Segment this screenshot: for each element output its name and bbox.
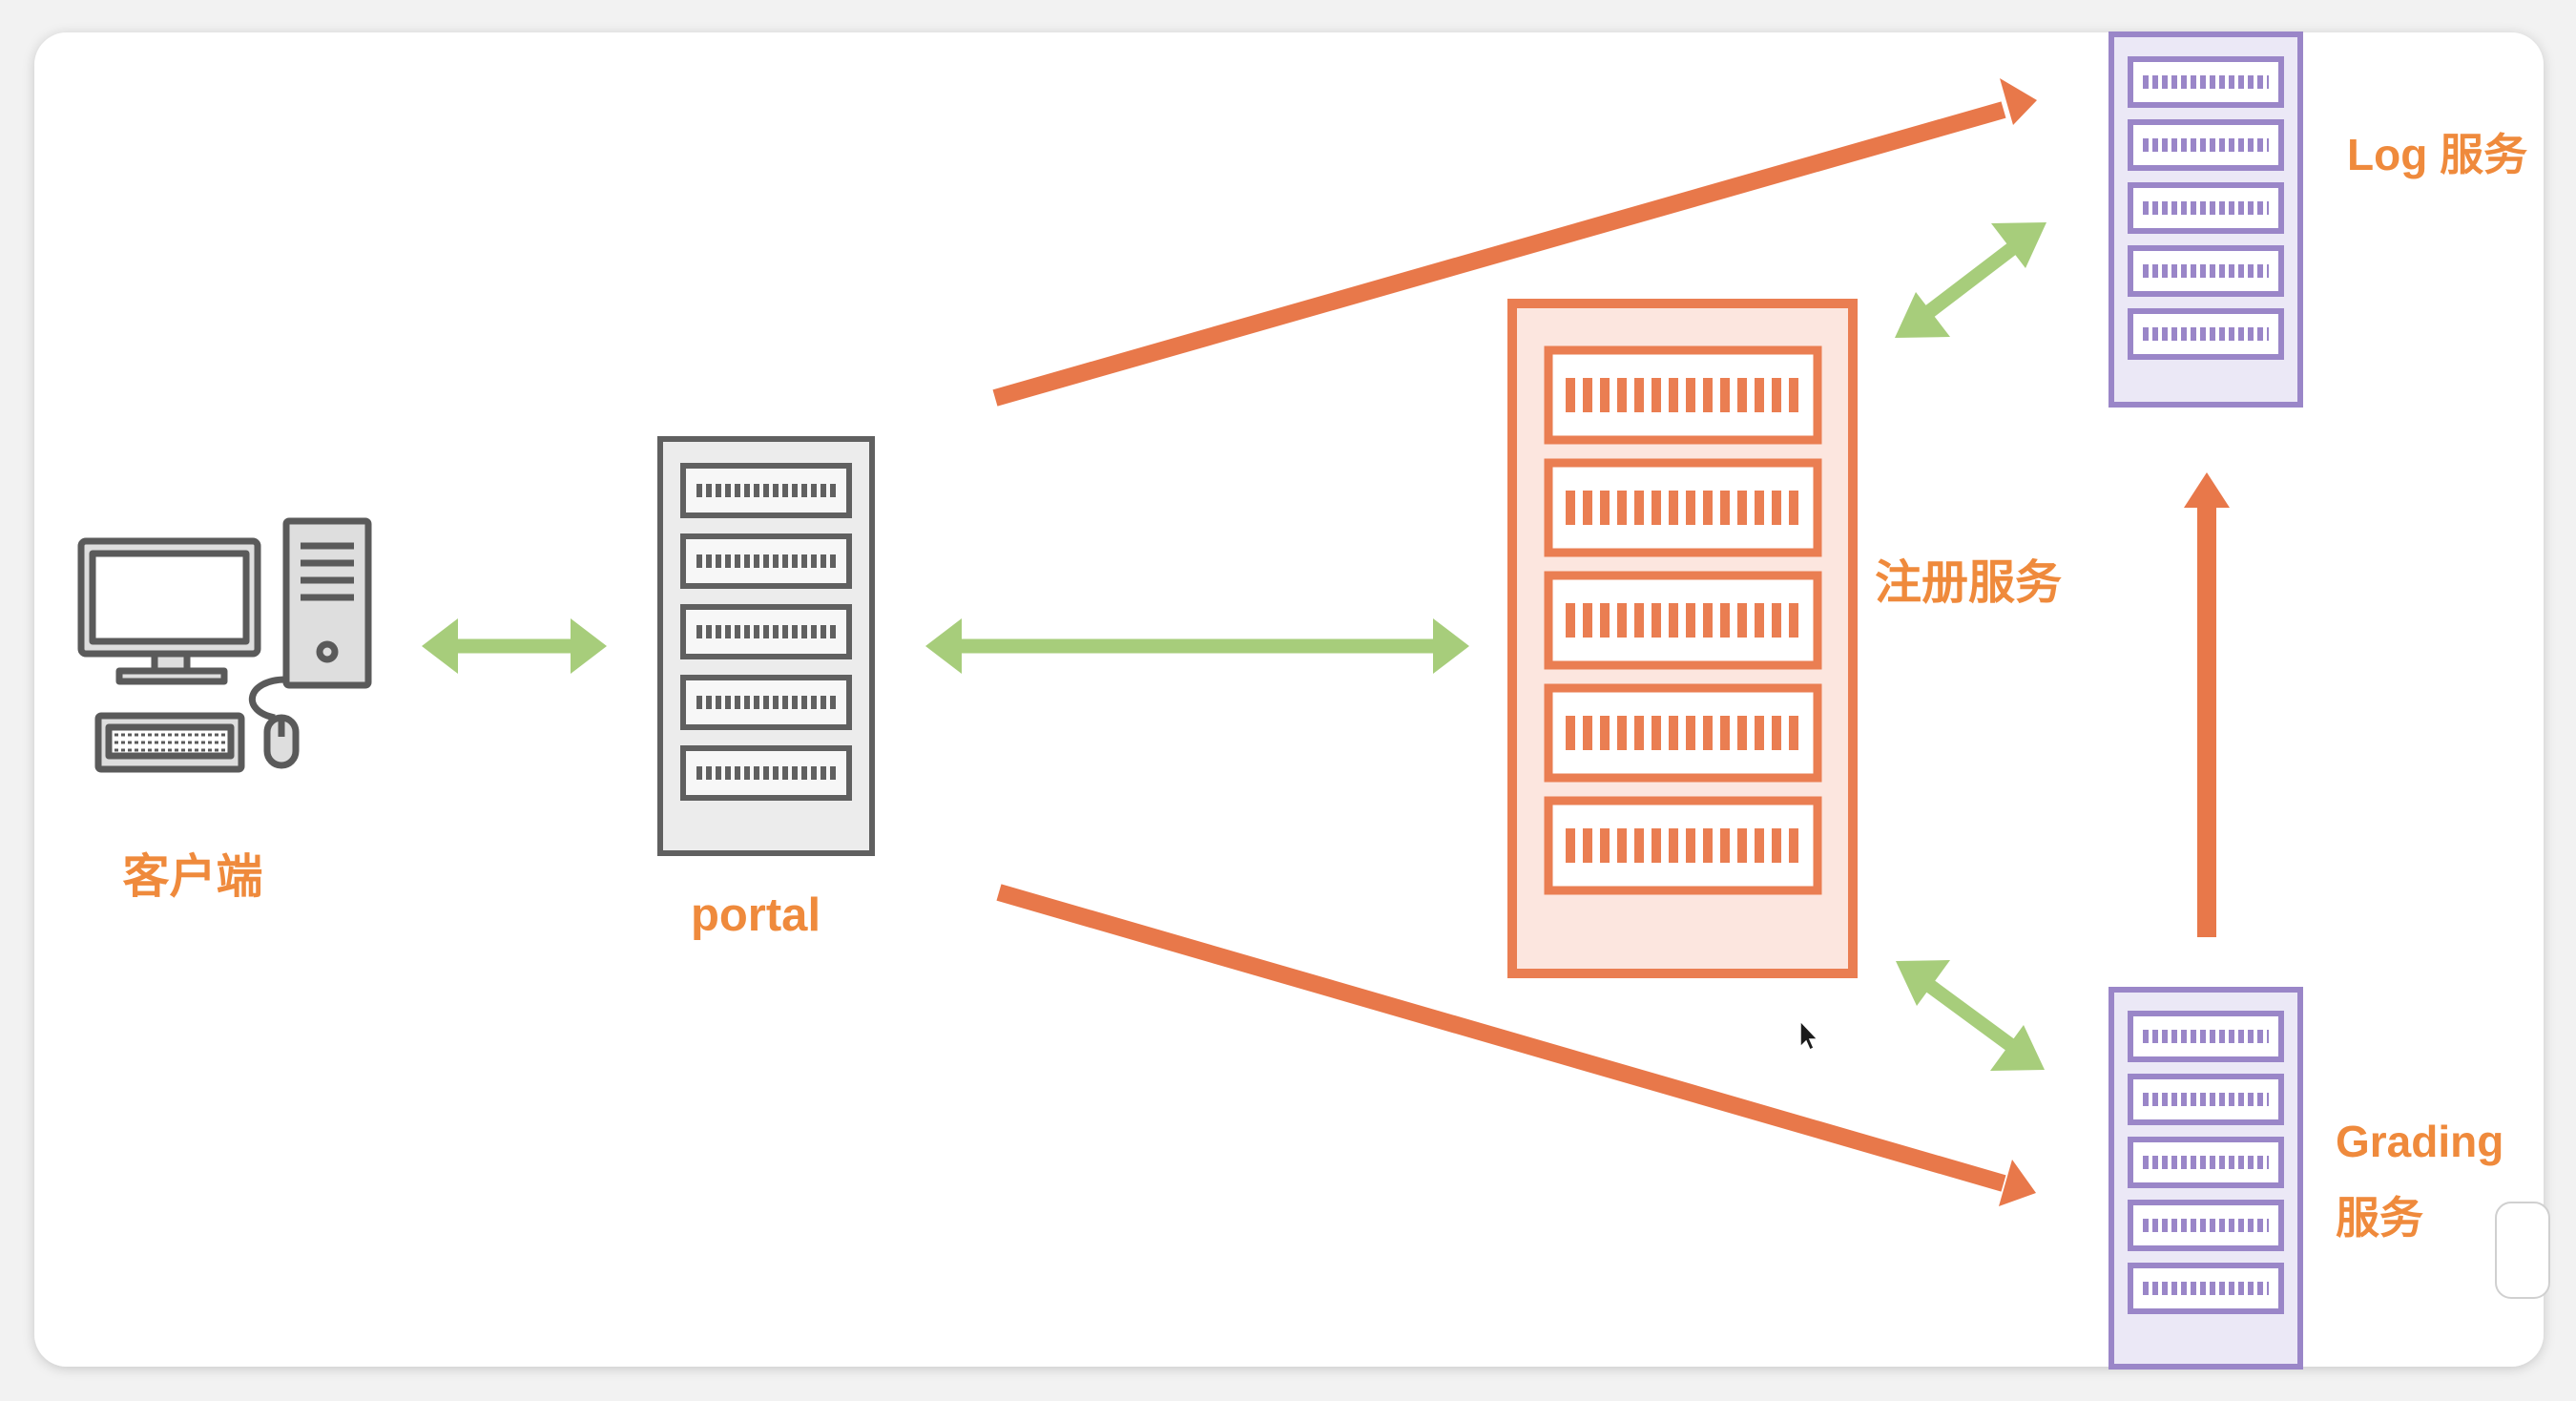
grading-label-line1: Grading	[2336, 1117, 2503, 1166]
side-handle[interactable]	[2495, 1202, 2550, 1299]
grading-label-line2: 服务	[2336, 1193, 2423, 1243]
registry-server-icon	[1507, 299, 1858, 978]
portal-log-call-arrow	[992, 78, 2037, 407]
registry-label: 注册服务	[1875, 557, 2062, 609]
client-computer-icon	[77, 517, 372, 773]
grading-server-icon	[2109, 987, 2303, 1370]
mouse-cursor-icon	[1799, 1019, 1819, 1052]
grading-log-call-arrow	[2184, 472, 2230, 937]
registry-grading-link-arrow	[1896, 960, 2045, 1071]
portal-server-icon	[657, 436, 875, 856]
registry-log-link-arrow	[1895, 222, 2046, 338]
log-label: Log 服务	[2347, 130, 2527, 179]
portal-grading-call-arrow	[996, 884, 2036, 1206]
portal-registry-link-arrow	[925, 618, 1469, 674]
diagram-card	[34, 32, 2544, 1367]
client-label: 客户端	[122, 851, 262, 903]
portal-label: portal	[691, 889, 821, 941]
client-portal-link-arrow	[422, 618, 607, 674]
log-server-icon	[2109, 31, 2303, 408]
